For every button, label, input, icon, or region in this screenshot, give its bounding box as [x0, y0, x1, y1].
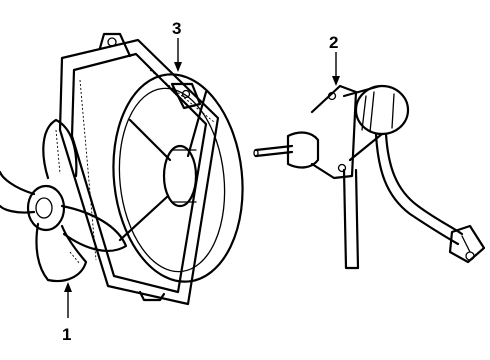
- fan-shroud: [58, 32, 244, 306]
- fan-motor: [253, 84, 486, 270]
- leader-lines: [64, 38, 340, 318]
- callout-fan-motor: 2: [329, 33, 338, 52]
- callout-fan-shroud: 3: [172, 19, 181, 38]
- callout-fan-blade: 1: [62, 325, 71, 344]
- fan-blade: [0, 118, 128, 283]
